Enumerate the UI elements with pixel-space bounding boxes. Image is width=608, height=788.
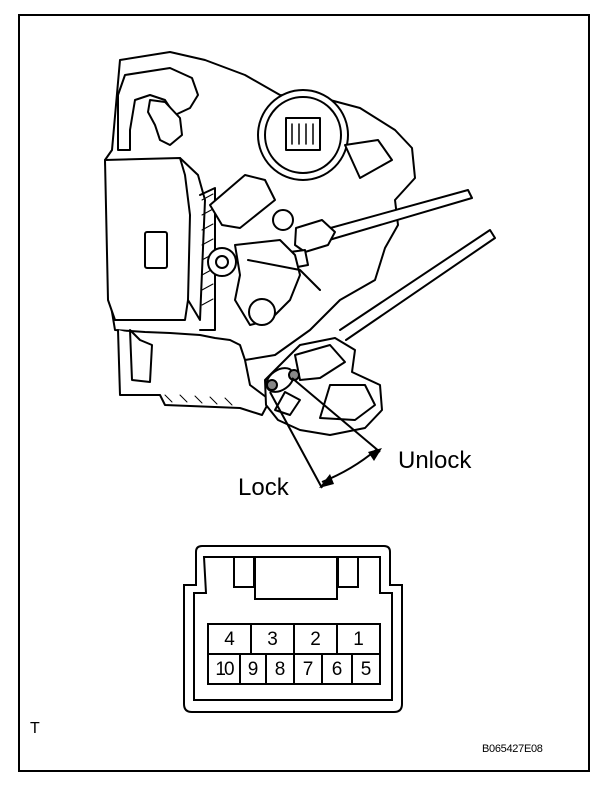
pin-7: 7: [302, 659, 314, 680]
pin-5: 5: [360, 659, 372, 680]
lock-arrowhead: [319, 474, 334, 488]
diagram-frame: [18, 14, 590, 772]
lock-position-line: [269, 391, 323, 489]
pin-9: 9: [247, 659, 259, 680]
connector-socket: [285, 117, 321, 151]
figure-code: B065427E08: [482, 743, 543, 755]
cable-end-upper: [294, 219, 336, 253]
pin-10: 10: [215, 659, 234, 680]
unlock-arrowhead: [368, 448, 382, 461]
pin-6: 6: [331, 659, 343, 680]
connector-face: [183, 545, 403, 713]
lock-label: Lock: [238, 474, 289, 501]
pin-4: 4: [224, 629, 235, 650]
slot: [144, 231, 168, 269]
pin-1: 1: [353, 629, 364, 650]
pin-2: 2: [310, 629, 321, 650]
pin-8: 8: [274, 659, 286, 680]
corner-mark: T: [30, 720, 40, 737]
pin-3: 3: [267, 629, 278, 650]
bracket-upper: [117, 67, 199, 151]
unlock-position-line: [291, 377, 381, 453]
unlock-label: Unlock: [398, 447, 472, 474]
